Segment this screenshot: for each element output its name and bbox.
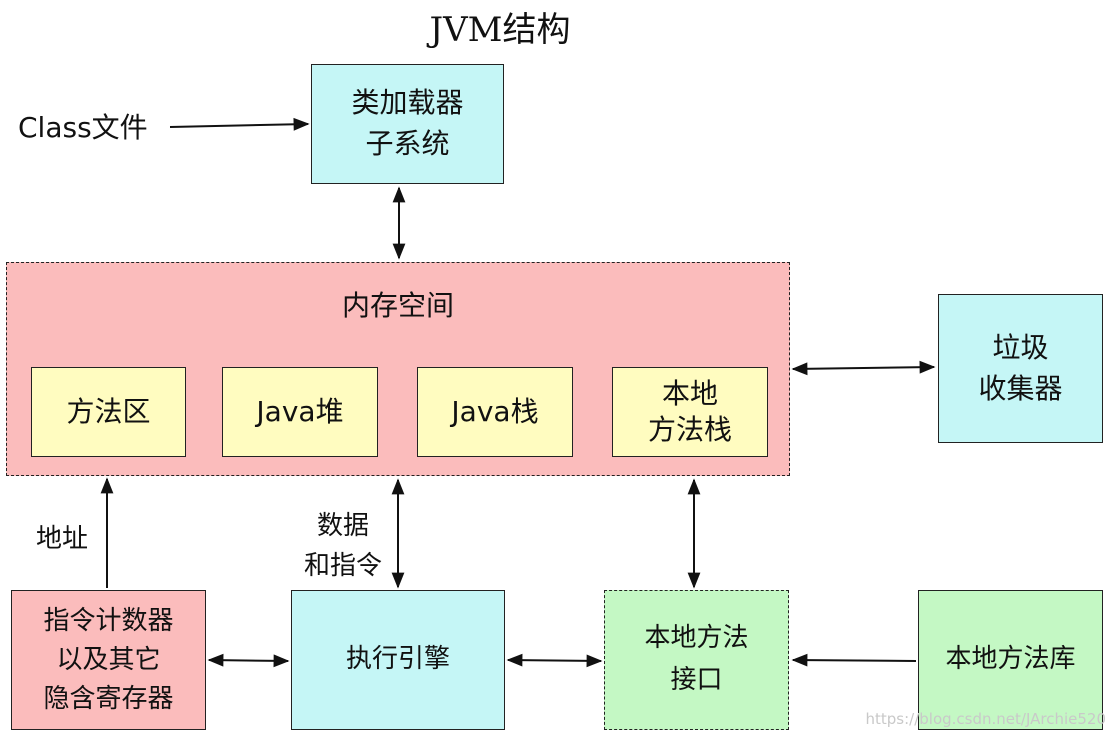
native-interface-line2: 接口 — [670, 665, 723, 695]
watermark: https://blog.csdn.net/JArchie520 — [865, 710, 1107, 728]
gc-line1: 垃圾 — [992, 330, 1049, 364]
native-stack-line2: 方法栈 — [647, 413, 732, 446]
gc-line2: 收集器 — [978, 371, 1063, 405]
java-stack: Java栈 — [417, 367, 573, 457]
arrow-memory-gc — [791, 360, 936, 376]
pc-line2: 以及其它 — [56, 644, 161, 675]
pc-line3: 隐含寄存器 — [43, 683, 174, 714]
native-stack-line1: 本地 — [661, 376, 718, 410]
program-counter-registers: 指令计数器 以及其它 隐含寄存器 — [11, 590, 206, 730]
data-instructions-label: 数据 和指令 — [304, 506, 382, 587]
class-file-label: Class文件 — [18, 111, 148, 144]
method-area: 方法区 — [31, 367, 186, 457]
memory-space-label: 内存空间 — [341, 289, 454, 322]
java-heap: Java堆 — [222, 367, 378, 457]
class-loader-subsystem: 类加载器 子系统 — [311, 64, 504, 184]
class-loader-line2: 子系统 — [365, 127, 450, 160]
address-label: 地址 — [36, 524, 89, 554]
native-interface-line1: 本地方法 — [644, 623, 749, 654]
native-method-library: 本地方法库 — [918, 590, 1103, 730]
pc-line1: 指令计数器 — [43, 605, 174, 636]
arrow-engine-native-interface — [506, 653, 603, 668]
class-loader-line1: 类加载器 — [351, 86, 464, 120]
arrow-pc-engine — [207, 653, 290, 668]
execution-engine: 执行引擎 — [291, 590, 505, 730]
garbage-collector: 垃圾 收集器 — [938, 294, 1103, 443]
diagram-title: JVM结构 — [429, 10, 571, 50]
data-line1: 数据 — [317, 511, 370, 541]
native-method-stack: 本地 方法栈 — [612, 367, 768, 457]
arrow-library-to-interface — [791, 653, 917, 667]
native-method-interface: 本地方法 接口 — [604, 590, 789, 730]
data-line2: 和指令 — [304, 551, 383, 582]
arrow-classfile-to-loader — [169, 117, 310, 131]
